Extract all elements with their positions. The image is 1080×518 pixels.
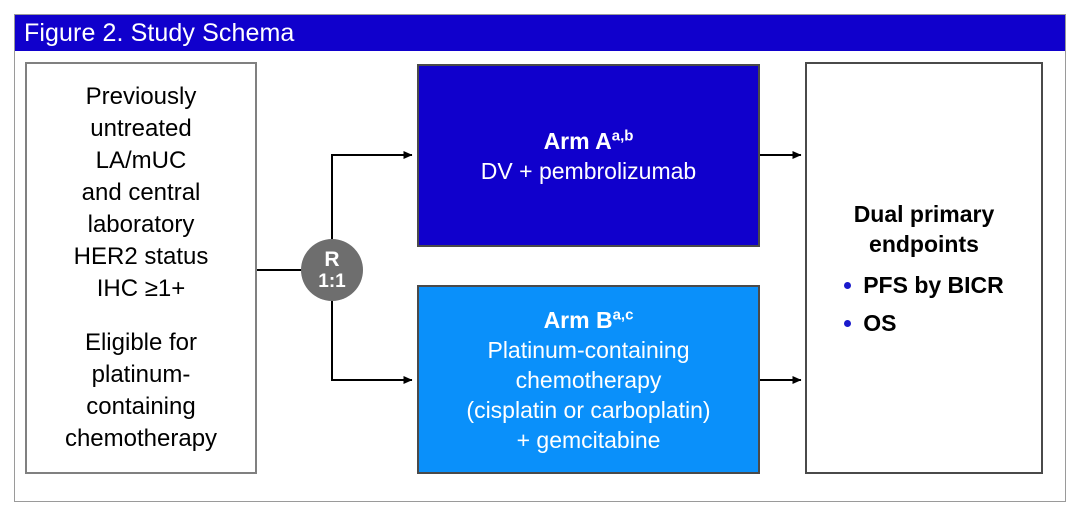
- endpoint-label: PFS by BICR: [863, 272, 1004, 298]
- arm-a-regimen: DV + pembrolizumab: [480, 157, 697, 184]
- arm-a-footnote-markers: a,b: [611, 126, 634, 144]
- endpoints-heading-line: Dual primary: [853, 201, 995, 227]
- eligibility-line: IHC ≥1+: [96, 275, 186, 302]
- arm-b-footnote-markers: a,c: [612, 305, 634, 323]
- eligibility-line: Eligible for: [84, 329, 198, 356]
- list-item: OS: [844, 309, 1004, 337]
- arm-b-regimen-line: + gemcitabine: [516, 426, 661, 453]
- eligibility-box: Previously untreated LA/mUC and central …: [25, 62, 257, 474]
- eligibility-line: platinum-: [91, 361, 191, 388]
- randomization-node: R 1:1: [301, 239, 363, 301]
- eligibility-line: LA/mUC: [95, 147, 187, 174]
- eligibility-line: laboratory: [87, 211, 195, 238]
- endpoints-heading-line: endpoints: [869, 231, 979, 257]
- eligibility-group-1: Previously untreated LA/mUC and central …: [74, 81, 209, 305]
- bullet-icon: [844, 319, 852, 327]
- arm-a-title: Arm Aa,b: [544, 126, 634, 156]
- arm-b-regimen-line: Platinum-containing: [487, 336, 690, 363]
- endpoints-list: PFS by BICR OS: [844, 271, 1004, 337]
- randomization-label: R: [324, 247, 340, 271]
- arm-b-regimen-line: (cisplatin or carboplatin): [466, 396, 711, 423]
- figure-outer-frame: [14, 14, 1066, 502]
- page-title: Figure 2. Study Schema: [24, 18, 295, 47]
- endpoint-label: OS: [863, 310, 897, 336]
- arm-a-box: Arm Aa,b DV + pembrolizumab: [417, 64, 760, 247]
- eligibility-line: containing: [86, 393, 196, 420]
- arm-b-title: Arm Ba,c: [544, 305, 634, 335]
- figure-title-bar: Figure 2. Study Schema: [15, 15, 1065, 51]
- bullet-icon: [844, 281, 852, 289]
- eligibility-line: untreated: [90, 115, 192, 142]
- arm-b-title-text: Arm B: [543, 306, 613, 333]
- arm-a-title-text: Arm A: [543, 127, 612, 154]
- eligibility-group-2: Eligible for platinum- containing chemot…: [65, 327, 217, 455]
- randomization-ratio: 1:1: [318, 270, 346, 292]
- arm-b-regimen-line: chemotherapy: [515, 366, 662, 393]
- eligibility-line: chemotherapy: [64, 425, 218, 452]
- arm-b-box: Arm Ba,c Platinum-containing chemotherap…: [417, 285, 760, 474]
- list-item: PFS by BICR: [844, 271, 1004, 299]
- endpoints-box: Dual primary endpoints PFS by BICR OS: [805, 62, 1043, 474]
- eligibility-line: and central: [81, 179, 201, 206]
- eligibility-line: Previously: [85, 83, 197, 110]
- eligibility-line: HER2 status: [73, 243, 209, 270]
